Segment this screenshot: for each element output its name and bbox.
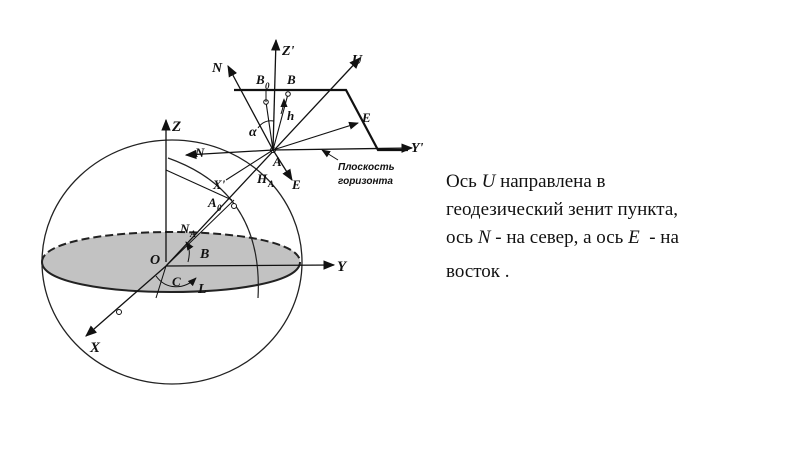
longitude-arc <box>155 275 197 288</box>
angle-alpha-arc <box>257 120 275 129</box>
label-a0: A <box>207 195 217 210</box>
caption-text-1b: направлена в <box>495 171 606 192</box>
caption-text-3b: - на север, а ось <box>490 227 629 248</box>
label-h: h <box>287 108 294 123</box>
label-horizon-plane-1: Плоскость <box>338 162 395 173</box>
caption-text: Ось U направлена в геодезический зенит п… <box>446 168 786 286</box>
label-b0: B <box>255 72 265 87</box>
equatorial-plane <box>42 232 301 292</box>
label-horizon-plane-2: горизонта <box>338 176 393 187</box>
caption-line-1: Ось U направлена в <box>446 168 786 196</box>
e-axis-mid <box>272 149 293 181</box>
label-z-prime: Z' <box>281 44 295 59</box>
line-a-b0 <box>265 101 274 151</box>
label-c: C <box>172 274 181 289</box>
meridian-curve <box>167 157 259 299</box>
caption-var-u: U <box>481 171 496 192</box>
line-a-b <box>272 93 289 151</box>
point-b <box>285 91 291 97</box>
x-prime-axis <box>184 149 274 160</box>
label-a: A <box>272 154 282 169</box>
horizon-plane <box>234 88 408 152</box>
caption-line-4: восток . <box>446 261 510 282</box>
label-e-mid: E <box>291 177 301 192</box>
caption-line-2: геодезический зенит пункта, <box>446 199 679 220</box>
caption-var-n: N <box>477 227 491 248</box>
label-z: Z <box>171 119 181 135</box>
label-ha: H <box>256 171 268 186</box>
label-na-sub: A <box>189 229 196 239</box>
label-alpha: α <box>249 125 257 140</box>
line-a-e <box>272 121 359 151</box>
label-y-prime: Y' <box>411 141 424 156</box>
caption-text-1a: Ось <box>446 171 482 192</box>
label-e-plane: E <box>361 110 371 125</box>
normal-line <box>165 57 361 267</box>
caption-text-3a: ось <box>446 227 478 248</box>
equator-back <box>41 231 301 263</box>
n-axis-top <box>227 64 274 151</box>
z-prime-axis <box>271 38 281 151</box>
latitude-arc <box>185 241 194 263</box>
y-prime-axis <box>272 143 414 153</box>
label-ha-sub: A <box>267 179 274 189</box>
label-n-mid: N <box>194 145 205 160</box>
label-l: L <box>197 282 207 297</box>
caption-text-3c: - на <box>639 227 679 248</box>
label-a0-sub: 0 <box>217 203 222 213</box>
label-y: Y <box>337 259 348 275</box>
label-x-prime: X' <box>212 177 226 192</box>
angle-h-arc <box>280 98 288 115</box>
label-x: X <box>89 340 101 356</box>
meridian-projection <box>155 265 167 299</box>
point-a0 <box>231 203 237 209</box>
caption-var-e: E <box>628 227 640 248</box>
x-axis <box>85 265 167 337</box>
x-axis-point <box>116 309 122 315</box>
caption-line-3: ось N - на север, а ось E - на <box>446 224 786 252</box>
n-axis-mid <box>225 149 274 181</box>
label-b-lat: B <box>199 247 209 262</box>
y-axis <box>165 260 336 270</box>
label-u: U <box>352 53 363 68</box>
meridian-tangent <box>165 169 233 201</box>
label-b: B <box>286 72 296 87</box>
label-n-top: N <box>211 61 223 76</box>
label-b0-sub: 0 <box>265 81 270 91</box>
radius-oa0 <box>165 199 235 267</box>
equator-front <box>41 261 301 293</box>
label-o: O <box>150 253 160 268</box>
label-na: N <box>179 221 190 236</box>
horizon-pointer <box>321 149 339 161</box>
